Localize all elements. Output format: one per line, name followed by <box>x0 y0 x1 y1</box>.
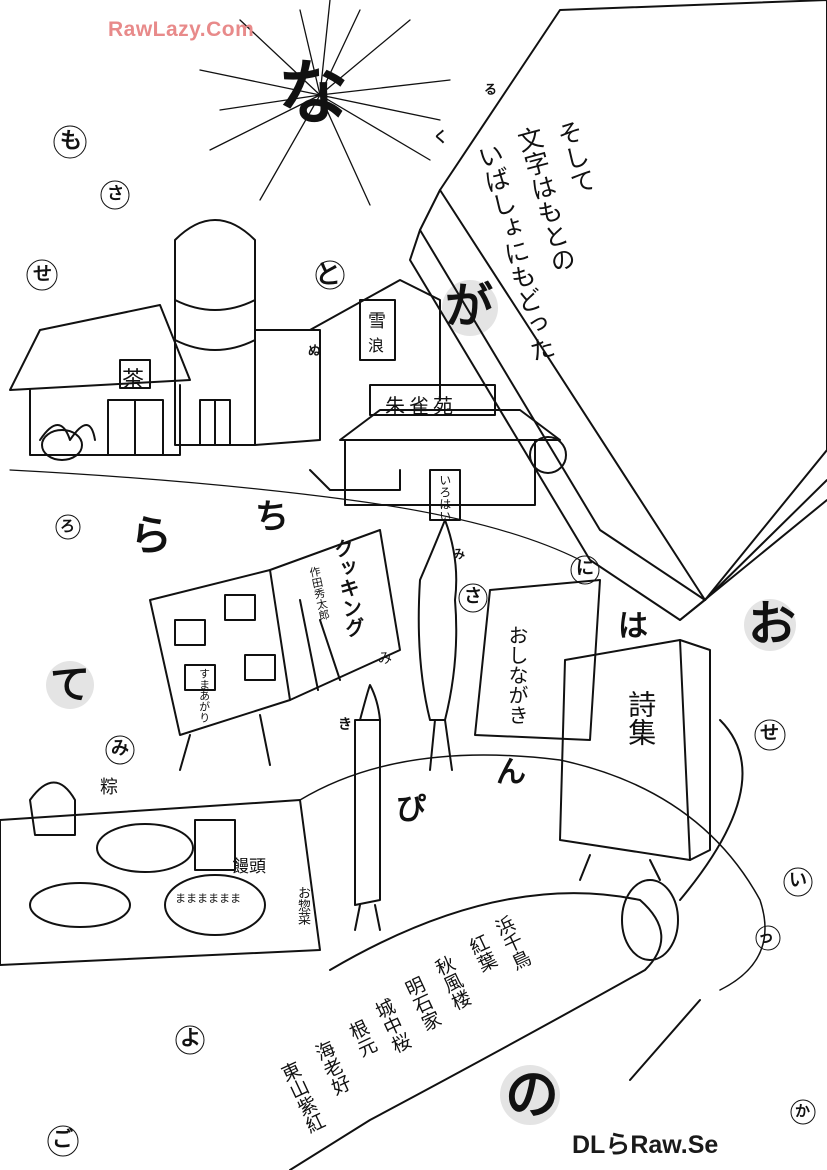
kana-n-large: ん <box>496 755 526 790</box>
kana-ro: ろ <box>60 517 76 535</box>
burst-na <box>199 0 451 206</box>
kana-chi-large: ち <box>255 497 289 537</box>
kana-ra-large: ら <box>130 511 173 560</box>
poetry-book-drawing <box>559 639 711 881</box>
sign-iroha: いろはい <box>437 474 452 522</box>
kana-mo: も <box>60 129 83 154</box>
sign-dango: すまあがり <box>197 668 211 723</box>
sign-shishu: 詩集 <box>624 690 658 746</box>
sign-shimo: 浪 <box>368 336 385 355</box>
sign-manju: 饅頭 <box>232 857 266 877</box>
sign-oshinagaki: おしながき <box>505 625 529 725</box>
cooking-magazine-drawing <box>149 529 401 771</box>
watermark-top: RawLazy.Com <box>108 18 255 41</box>
kana-sa: さ <box>107 184 124 204</box>
kana-sa-2: さ <box>464 586 482 607</box>
menu-paper-drawing <box>474 579 601 741</box>
kana-ku: く <box>433 128 449 146</box>
cord-loop <box>299 754 766 991</box>
kana-nu: ぬ <box>308 344 322 359</box>
ground-line <box>9 469 581 561</box>
candle-character <box>354 684 381 931</box>
watermark-bottom: DLらRaw.Se <box>572 1131 719 1159</box>
sign-osouzai: お惣菜 <box>294 886 310 925</box>
kana-te-large: て <box>50 662 90 708</box>
open-book-drawing <box>409 0 827 621</box>
kana-go: ご <box>52 1127 73 1151</box>
tea-house-drawing <box>9 304 191 461</box>
suzaku-building-drawing <box>309 279 567 521</box>
kana-ki: き <box>338 717 352 733</box>
pen-nib-character <box>417 519 458 771</box>
sign-zongzi: 粽 <box>100 777 118 798</box>
kana-to: と <box>315 260 342 290</box>
silo-drawing <box>174 219 321 446</box>
kana-se: せ <box>33 263 53 285</box>
sign-manju-balls: まままままま <box>175 892 241 905</box>
kana-pi-large: ぴ <box>396 792 426 827</box>
kana-na-large: な <box>278 52 348 134</box>
kana-tsu: っ <box>758 927 775 946</box>
kana-se-2: せ <box>760 722 780 744</box>
sign-cooking-page: み <box>378 651 392 667</box>
food-table-drawing <box>0 781 321 966</box>
sign-suzaku: 朱雀苑 <box>385 394 457 418</box>
kana-i: い <box>789 870 807 891</box>
sign-yuki: 雪 <box>368 311 386 332</box>
kana-yo: よ <box>180 1026 201 1050</box>
kana-o-large: お <box>748 596 797 652</box>
kana-ni: に <box>576 558 594 579</box>
kana-no-large: の <box>505 1063 559 1126</box>
kana-mi-2: み <box>453 547 466 561</box>
scroll-drawing <box>289 719 744 1170</box>
kana-mi: み <box>111 738 129 759</box>
kana-ga-large: が <box>445 278 494 334</box>
kana-ha-large: は <box>618 609 648 644</box>
sign-tea: 茶 <box>122 368 145 393</box>
kana-ka: か <box>795 1102 811 1120</box>
kana-ru: る <box>484 83 498 98</box>
